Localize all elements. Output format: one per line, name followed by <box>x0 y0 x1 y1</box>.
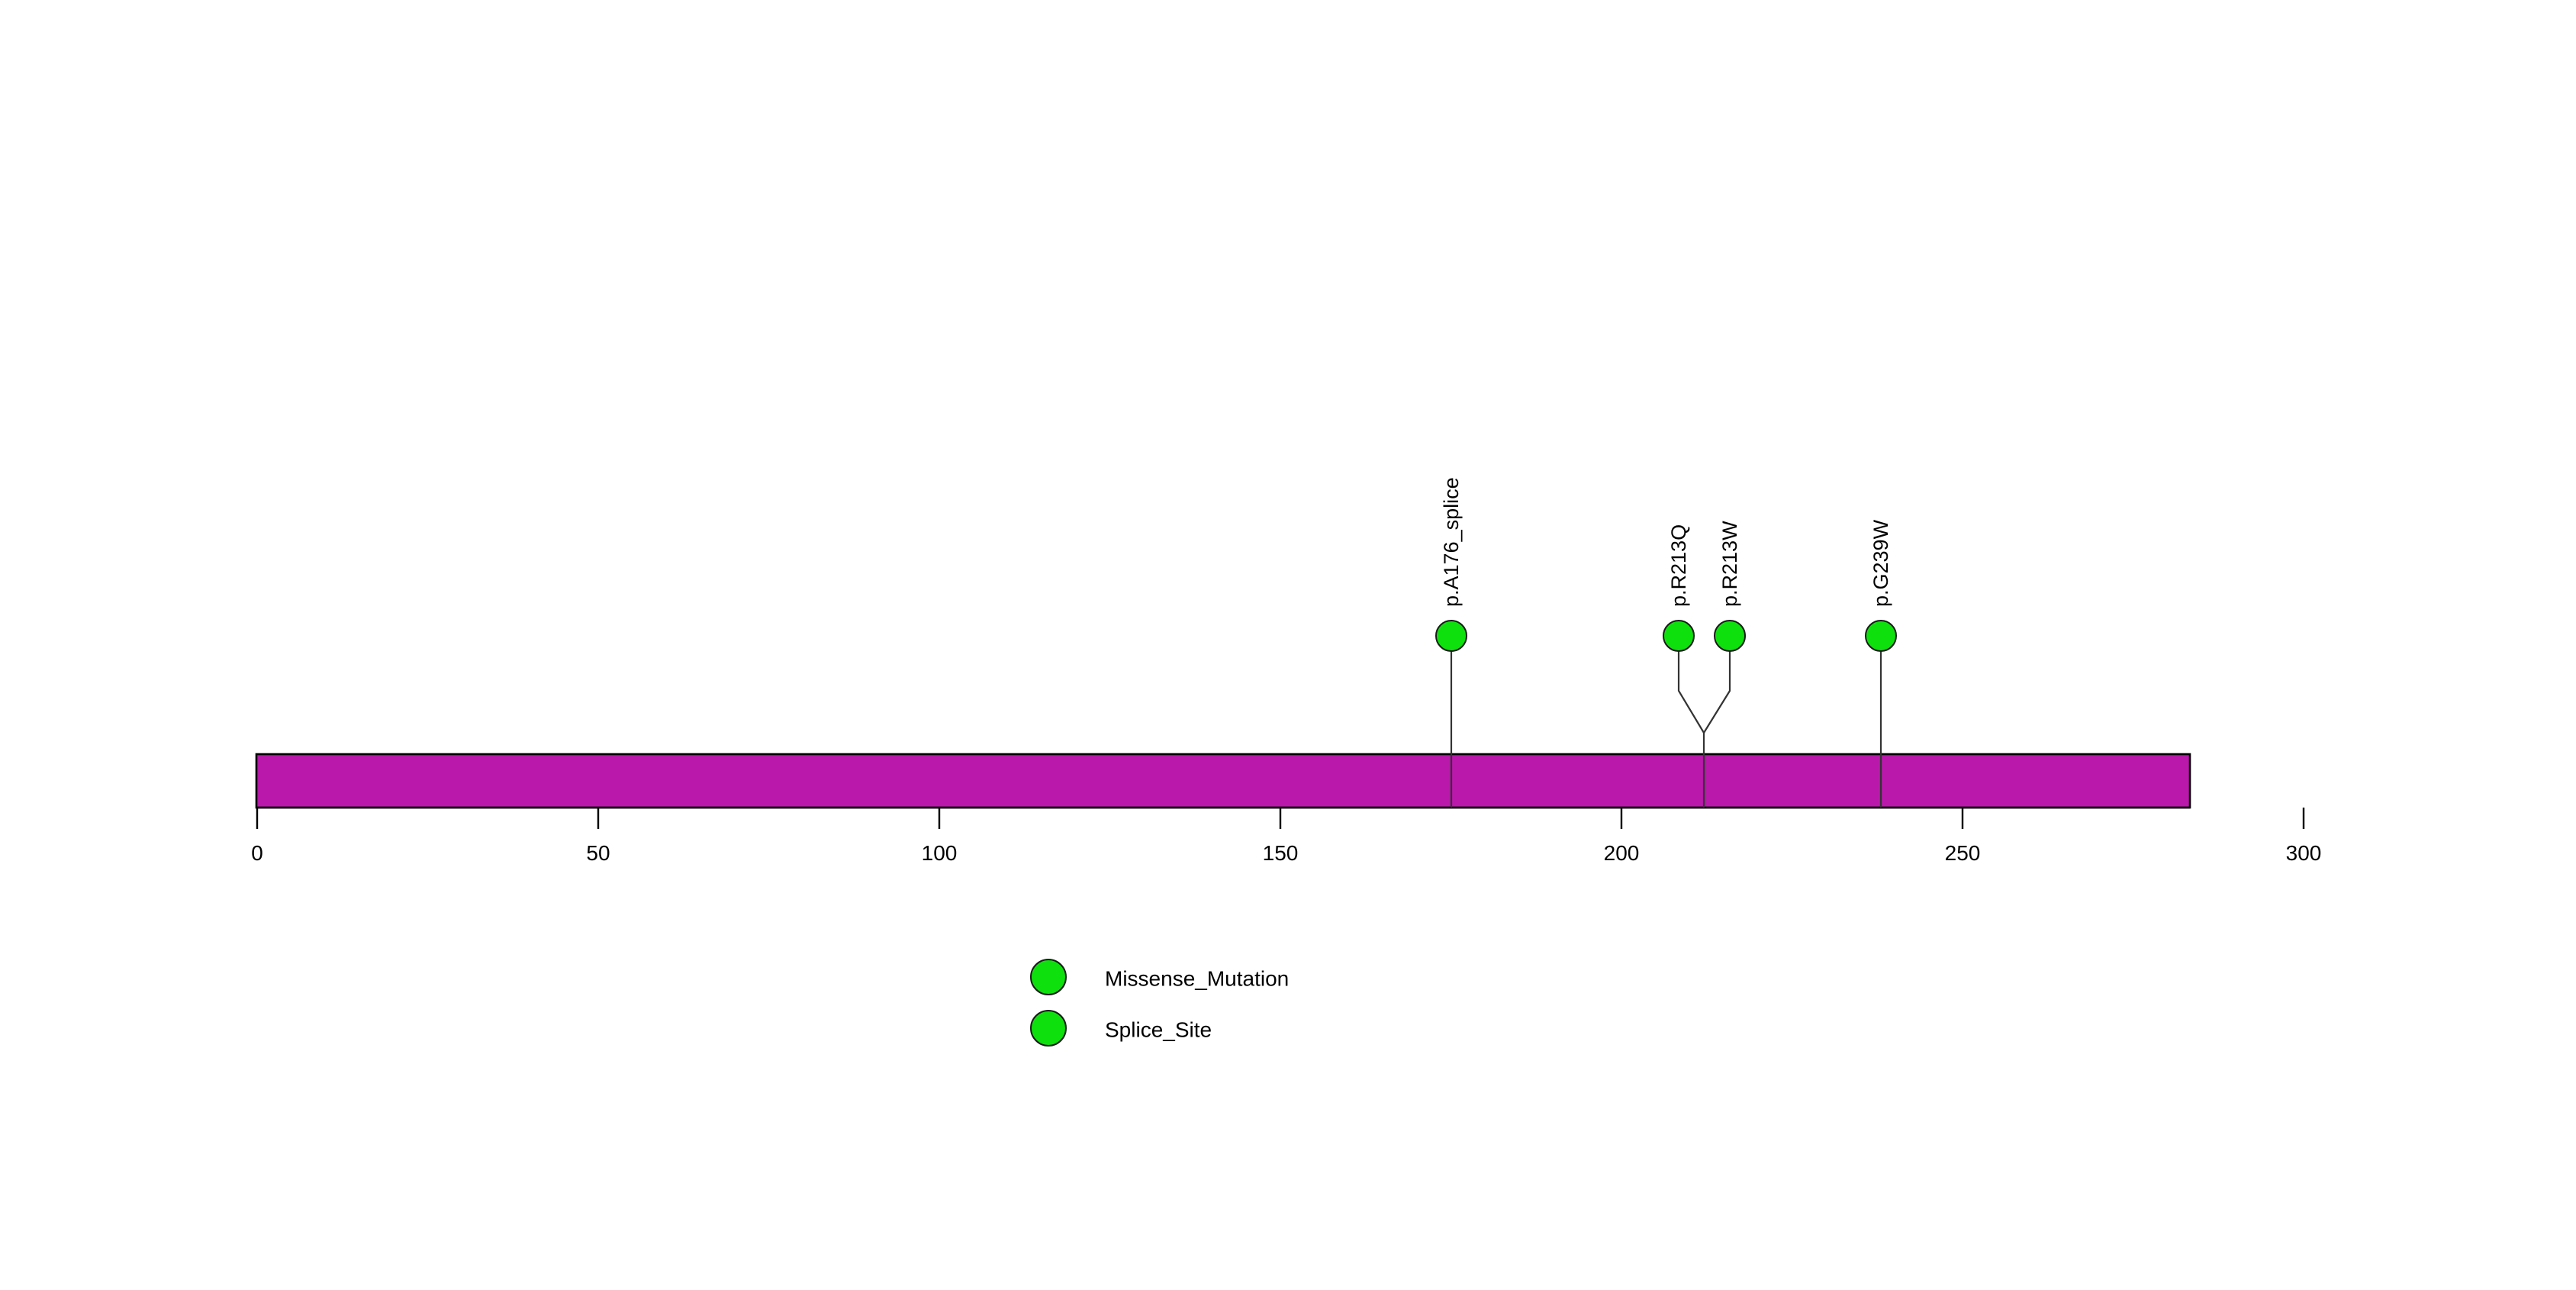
legend-item-label: Missense_Mutation <box>1105 967 1289 991</box>
lollipop-label: p.G239W <box>1869 519 1892 607</box>
axis-tick-label: 250 <box>1945 841 1981 865</box>
axis-tick-label: 0 <box>251 841 263 865</box>
lollipop-label: p.A176_splice <box>1440 477 1463 607</box>
axis-tick-label: 300 <box>2286 841 2322 865</box>
lollipop-marker[interactable] <box>1865 620 1897 652</box>
lollipop-stem <box>1677 636 1705 734</box>
axis-tick-0: 0 <box>251 808 263 865</box>
lollipop-p-A176-splice[interactable]: p.A176_splice <box>1435 477 1467 808</box>
legend-item-splice-site[interactable]: Splice_Site <box>1030 1010 1212 1047</box>
axis-tick-50: 50 <box>586 808 610 865</box>
axis-tick-150: 150 <box>1263 808 1299 865</box>
lollipop-cluster-213: p.R213Q p.R213W <box>1663 521 1746 808</box>
lollipop-p-R213W[interactable]: p.R213W <box>1703 521 1746 734</box>
axis-tick-100: 100 <box>922 808 958 865</box>
lollipop-p-R213Q[interactable]: p.R213Q <box>1663 524 1705 734</box>
axis-tick-label: 50 <box>586 841 610 865</box>
x-axis-group: 0 50 100 150 200 <box>251 806 2322 865</box>
axis-tick-250: 250 <box>1945 808 1981 865</box>
legend: Missense_Mutation Splice_Site <box>1030 959 1289 1047</box>
lollipop-p-G239W[interactable]: p.G239W <box>1865 519 1897 808</box>
legend-item-missense-mutation[interactable]: Missense_Mutation <box>1030 959 1289 995</box>
legend-swatch-circle-icon <box>1030 959 1067 995</box>
lollipop-marker[interactable] <box>1435 620 1467 652</box>
axis-tick-label: 100 <box>922 841 958 865</box>
axis-tick-300: 300 <box>2286 808 2322 865</box>
protein-domain-bar[interactable] <box>255 753 2191 809</box>
lollipop-marker[interactable] <box>1714 620 1746 652</box>
legend-swatch-circle-icon <box>1030 1010 1067 1047</box>
lollipop-stem <box>1703 636 1731 734</box>
domain-track-group <box>255 753 2191 809</box>
lollipop-marker[interactable] <box>1663 620 1695 652</box>
lollipop-label: p.R213W <box>1718 521 1741 607</box>
axis-tick-label: 150 <box>1263 841 1299 865</box>
legend-item-label: Splice_Site <box>1105 1018 1212 1042</box>
axis-tick-200: 200 <box>1604 808 1640 865</box>
axis-tick-label: 200 <box>1604 841 1640 865</box>
lollipop-label: p.R213Q <box>1667 524 1690 607</box>
